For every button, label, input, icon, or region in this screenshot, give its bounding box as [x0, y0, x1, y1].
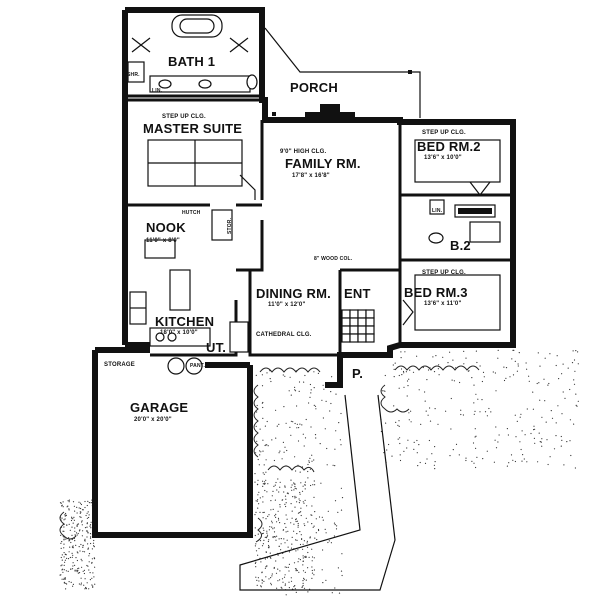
stor-label: STOR. — [227, 217, 233, 234]
bed2-clg-label: STEP UP CLG. — [422, 130, 466, 136]
master-details — [147, 139, 256, 200]
bed3-dim-label: 13'6" x 11'0" — [424, 301, 462, 307]
dining-dim-label: 11'0" x 12'0" — [268, 302, 306, 308]
nook-dim-label: 11'0" x 8'0" — [146, 238, 180, 244]
family-label: FAMILY RM. — [285, 156, 361, 171]
bedroom-details — [402, 139, 501, 331]
bed3-clg-label: STEP UP CLG. — [422, 270, 466, 276]
pant-label: PANT. — [190, 363, 205, 369]
labels: BATH 1 SHR. LIN. PORCH STEP UP CLG. MAST… — [104, 54, 481, 423]
kitchen-dim-label: 18'0" x 10'0" — [160, 330, 198, 336]
bed2-dim-label: 13'6" x 10'0" — [424, 155, 462, 161]
dining-label: DINING RM. — [256, 286, 331, 301]
exterior-walls — [92, 7, 516, 538]
garage-label: GARAGE — [130, 400, 188, 415]
bed3-label: BED RM.3 — [404, 285, 468, 300]
shrubs — [59, 365, 480, 543]
wood-col-label: 8" WOOD COL. — [314, 256, 353, 262]
ut-label: UT. — [206, 340, 226, 355]
p-label: P. — [352, 366, 363, 381]
porch-outline — [264, 27, 421, 120]
family-dim-label: 17'8" x 16'8" — [292, 173, 330, 179]
b2-label: B.2 — [450, 238, 471, 253]
bath1-label: BATH 1 — [168, 54, 215, 69]
walkway — [239, 394, 396, 591]
ent-label: ENT — [344, 286, 371, 301]
hutch-label: HUTCH — [182, 210, 201, 216]
family-clg-label: 9'0" HIGH CLG. — [280, 149, 327, 155]
lin-top-label: LIN. — [152, 88, 163, 94]
master-clg-label: STEP UP CLG. — [162, 114, 206, 120]
bath1-fixtures — [127, 14, 258, 93]
porch-label: PORCH — [290, 80, 338, 95]
interior-walls — [125, 94, 513, 357]
cathedral-label: CATHEDRAL CLG. — [256, 332, 312, 338]
nook-label: NOOK — [146, 220, 186, 235]
kitchen-details — [129, 209, 249, 375]
lin-label: LIN. — [432, 208, 443, 214]
entry-tiles — [341, 309, 375, 343]
landscape-stipple — [59, 349, 579, 596]
garage-dim-label: 20'0" x 20'0" — [134, 417, 172, 423]
bed2-label: BED RM.2 — [417, 139, 481, 154]
storage-label: STORAGE — [104, 362, 135, 368]
master-label: MASTER SUITE — [143, 121, 242, 136]
shr-label: SHR. — [127, 72, 140, 78]
kitchen-label: KITCHEN — [155, 314, 214, 329]
